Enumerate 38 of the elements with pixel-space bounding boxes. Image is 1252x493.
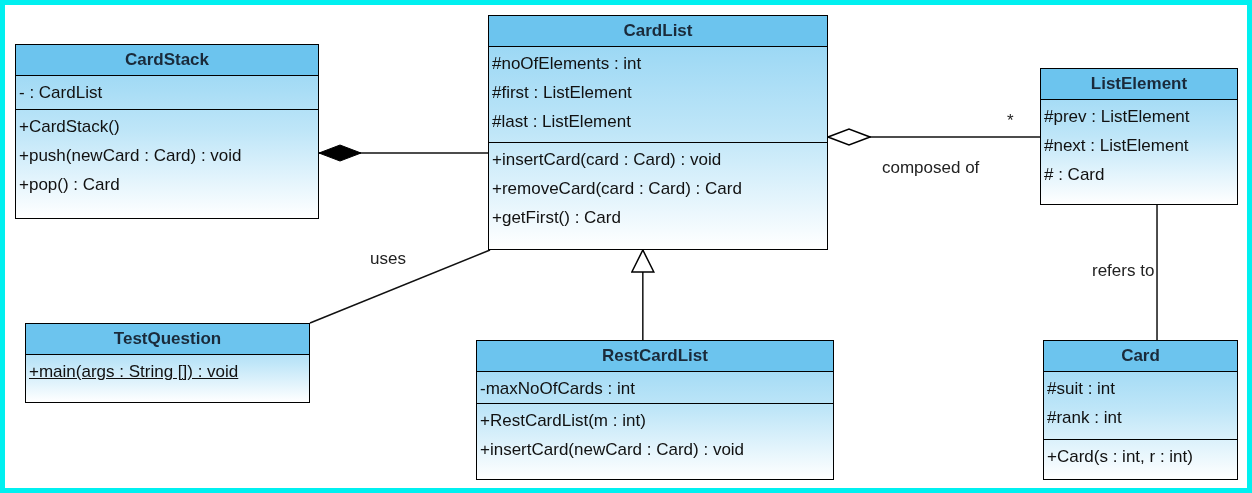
association-line [1156, 204, 1158, 341]
association-line [318, 144, 489, 162]
member-text: #noOfElements : int [492, 53, 643, 75]
class-box [15, 44, 319, 219]
member-text: #first : ListElement [492, 82, 633, 104]
class-box [25, 323, 310, 403]
member-text: +CardStack() [19, 116, 121, 138]
member-text: +insertCard(card : Card) : void [492, 149, 723, 171]
member-text: #next : ListElement [1044, 135, 1190, 157]
class-box [1040, 68, 1238, 205]
member-text: +Card(s : int, r : int) [1047, 446, 1194, 468]
class-name: CardStack [124, 49, 210, 72]
member-text: +RestCardList(m : int) [480, 410, 647, 432]
class-box [1043, 340, 1238, 480]
member-text: - : CardList [19, 82, 104, 104]
association-line [309, 249, 491, 324]
multiplicity-label: * [1007, 110, 1014, 132]
association-line [631, 249, 655, 341]
class-name: TestQuestion [113, 328, 222, 351]
member-text: +insertCard(newCard : Card) : void [480, 439, 746, 461]
member-text: # : Card [1044, 164, 1106, 186]
member-text: #last : ListElement [492, 111, 632, 133]
class-name: RestCardList [602, 345, 708, 368]
member-text: -maxNoOfCards : int [480, 378, 636, 400]
member-text: #prev : ListElement [1044, 106, 1191, 128]
member-text: +removeCard(card : Card) : Card [492, 178, 743, 200]
class-box [476, 340, 834, 480]
member-text: +push(newCard : Card) : void [19, 145, 243, 167]
member-text: #rank : int [1047, 407, 1123, 429]
class-name: ListElement [1090, 73, 1188, 96]
class-name: CardList [623, 20, 693, 43]
association-line [827, 128, 1041, 146]
member-text: #suit : int [1047, 378, 1117, 400]
member-text: +main(args : String []) : void [29, 361, 240, 383]
member-text: +getFirst() : Card [492, 207, 622, 229]
class-box [488, 15, 828, 250]
member-text: +pop() : Card [19, 174, 121, 196]
class-name: Card [1121, 345, 1160, 368]
